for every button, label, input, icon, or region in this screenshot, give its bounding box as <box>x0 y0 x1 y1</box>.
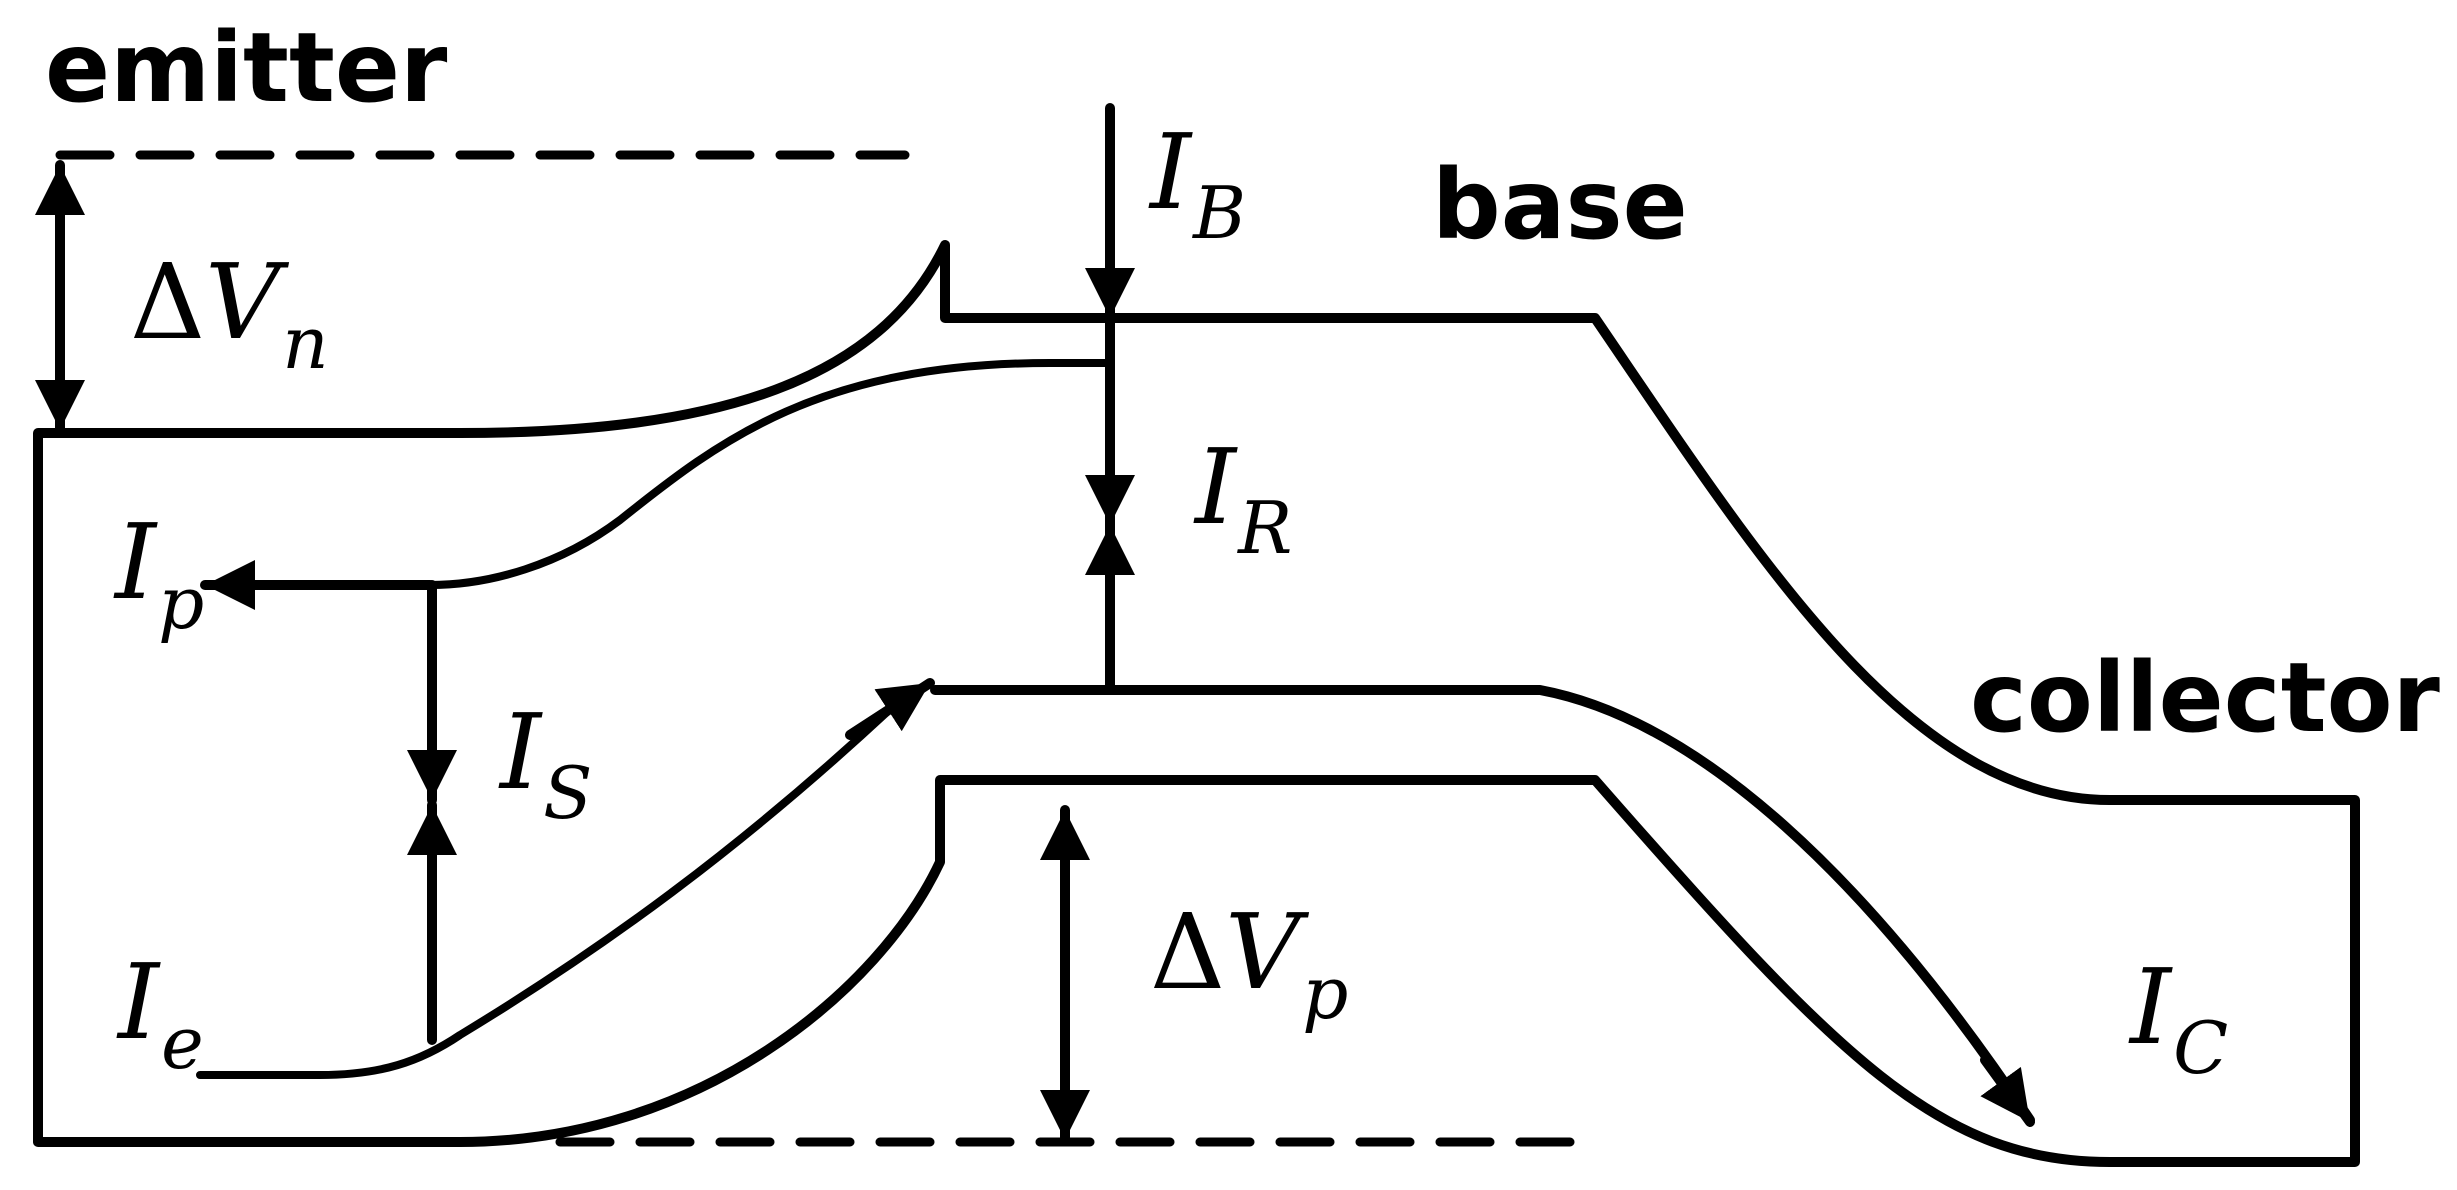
dvn-label: ΔVn <box>130 250 329 379</box>
ir-main: I <box>1195 426 1237 548</box>
ie-sub: e <box>161 1001 204 1085</box>
dvp-sub: p <box>1302 951 1349 1035</box>
ib-sub: B <box>1193 171 1247 255</box>
is-main: I <box>500 691 542 813</box>
is-label: IS <box>500 700 592 829</box>
dvn-main: V <box>205 241 281 363</box>
valence-band-upper-edge <box>930 685 2035 1125</box>
collector-label: collector <box>1970 642 2440 754</box>
ib-label: IB <box>1150 120 1246 249</box>
ir-label: IR <box>1195 435 1292 564</box>
dvp-label: ΔVp <box>1150 900 1348 1029</box>
electron-quasi-level <box>201 359 1114 589</box>
ie-arrow-head <box>845 678 935 740</box>
ib-main: I <box>1150 111 1192 233</box>
ic-label: IC <box>2130 955 2228 1084</box>
ip-main: I <box>115 501 157 623</box>
ir-sub: R <box>1238 486 1293 570</box>
is-sub: S <box>543 751 593 835</box>
dvp-delta: Δ <box>1150 891 1226 1013</box>
dvp-main: V <box>1225 891 1301 1013</box>
ic-main: I <box>2130 946 2172 1068</box>
ic-sub: C <box>2173 1006 2229 1090</box>
base-label: base <box>1432 149 1688 261</box>
dvn-sub: n <box>282 301 329 385</box>
conduction-band-edge <box>33 240 2360 1167</box>
ic-arrow-head <box>1980 1055 2035 1127</box>
dvn-delta: Δ <box>130 241 206 363</box>
emitter-label: emitter <box>45 12 448 124</box>
ie-main: I <box>118 941 160 1063</box>
hole-quasi-level <box>196 696 904 1079</box>
ip-sub: p <box>158 561 205 645</box>
ie-label: Ie <box>118 950 204 1079</box>
ip-label: Ip <box>115 510 204 639</box>
